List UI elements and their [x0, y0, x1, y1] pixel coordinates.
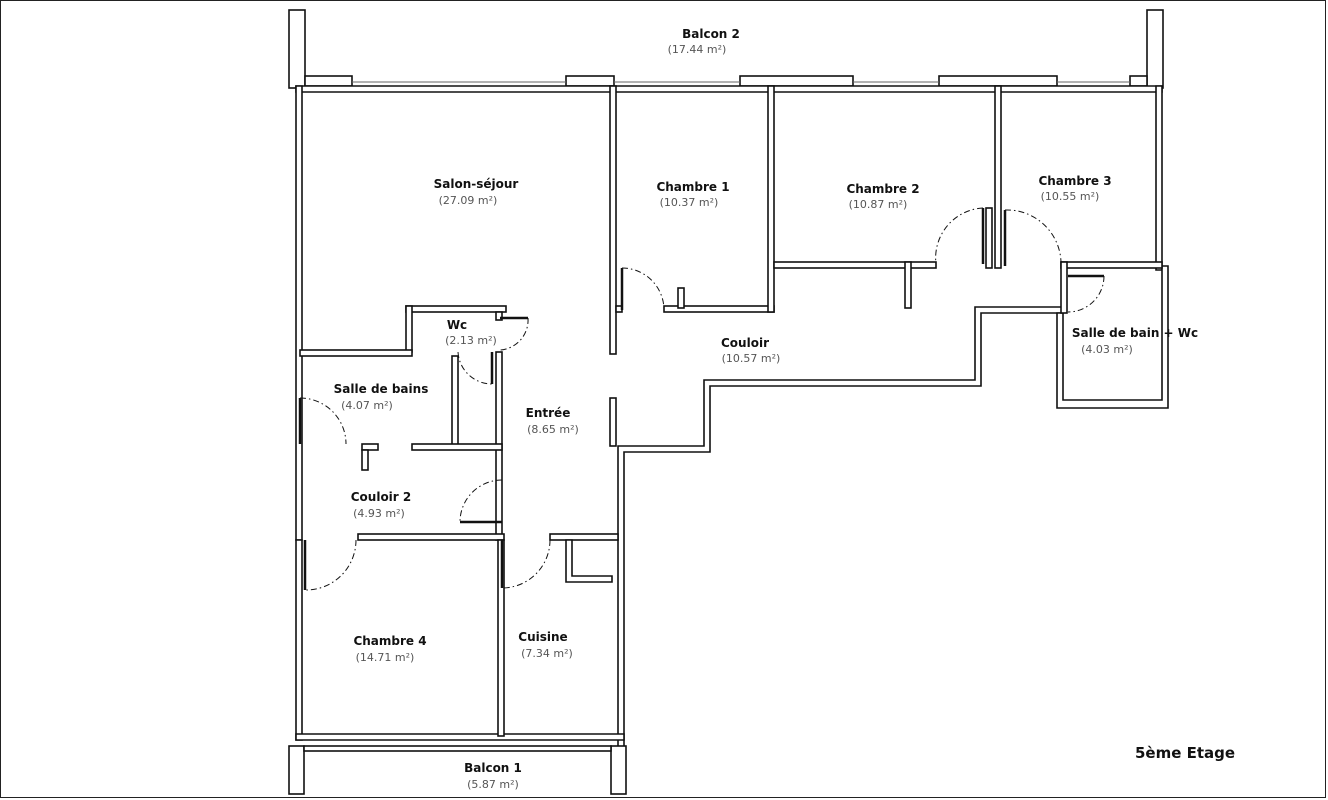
chambre-3-name: Chambre 3 [1038, 174, 1111, 188]
chambre-3-area: (10.55 m²) [1041, 190, 1100, 203]
salon-area: (27.09 m²) [439, 194, 498, 207]
balcony-1-name: Balcon 1 [464, 761, 522, 775]
cuisine-name: Cuisine [518, 630, 567, 644]
chambre-1-name: Chambre 1 [656, 180, 729, 194]
couloir-name: Couloir [721, 336, 769, 350]
balcony-2-area: (17.44 m²) [668, 43, 727, 56]
salle-de-bains-name: Salle de bains [334, 382, 429, 396]
chambre-2-name: Chambre 2 [846, 182, 919, 196]
balcony-2-name: Balcon 2 [682, 27, 740, 41]
entree-area: (8.65 m²) [527, 423, 579, 436]
doors [298, 207, 1105, 591]
cuisine-area: (7.34 m²) [521, 647, 573, 660]
balcony-1-walls [288, 745, 627, 795]
chambre-4-area: (14.71 m²) [356, 651, 415, 664]
couloir-2-area: (4.93 m²) [353, 507, 405, 520]
salon-name: Salon-séjour [434, 177, 519, 191]
exterior-walls [295, 85, 1169, 761]
room-labels: Balcon 2 (17.44 m²) Salon-séjour (27.09 … [334, 27, 1198, 791]
wc-area: (2.13 m²) [445, 334, 497, 347]
interior-walls [299, 85, 1163, 737]
wc-name: Wc [447, 318, 467, 332]
chambre-4-name: Chambre 4 [353, 634, 426, 648]
couloir-area: (10.57 m²) [722, 352, 781, 365]
balcony-1-area: (5.87 m²) [467, 778, 519, 791]
chambre-1-area: (10.37 m²) [660, 196, 719, 209]
chambre-2-area: (10.87 m²) [849, 198, 908, 211]
salle-de-bains-area: (4.07 m²) [341, 399, 393, 412]
sdb-wc-area: (4.03 m²) [1081, 343, 1133, 356]
floor-label: 5ème Etage [1135, 744, 1235, 762]
couloir-2-name: Couloir 2 [351, 490, 412, 504]
entree-name: Entrée [526, 406, 571, 420]
sdb-wc-name: Salle de bain + Wc [1072, 326, 1198, 340]
